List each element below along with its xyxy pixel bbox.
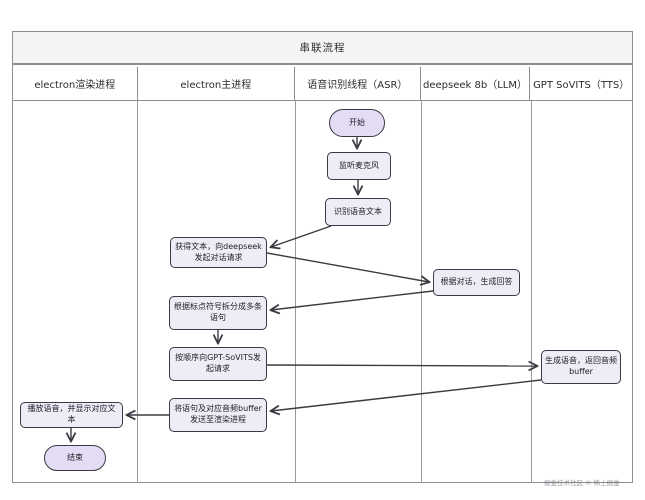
node-play-audio: 播放语音，并显示对应文本	[20, 402, 123, 428]
lane-header-tts: GPT SoVITS（TTS）	[529, 67, 632, 100]
node-recognize-speech: 识别语音文本	[325, 198, 391, 226]
lane-divider-2	[295, 101, 296, 482]
node-end: 结束	[44, 445, 106, 471]
watermark-text: 掘金技术社区 © 稀土掘金	[544, 479, 620, 487]
lane-divider-1	[137, 101, 138, 482]
lane-header-row: electron渲染进程 electron主进程 语音识别线程（ASR） dee…	[13, 67, 632, 101]
lane-header-renderer: electron渲染进程	[34, 80, 116, 91]
diagram-title: 串联流程	[13, 32, 632, 65]
node-split-sentences: 根据标点符号拆分成多条语句	[169, 296, 267, 330]
node-listen-mic: 监听麦克风	[327, 152, 391, 180]
node-request-tts: 按顺序向GPT-SoVITS发起请求	[169, 347, 267, 381]
lane-header-llm: deepseek 8b（LLM）	[419, 67, 530, 100]
node-start: 开始	[329, 109, 385, 137]
lane-header-asr: 语音识别线程（ASR）	[294, 67, 420, 100]
node-generate-answer: 根据对话，生成回答	[433, 269, 520, 296]
lane-header-main: electron主进程	[136, 67, 294, 100]
node-generate-audio: 生成语音，返回音频buffer	[541, 350, 621, 384]
lane-divider-4	[531, 101, 532, 482]
node-request-deepseek: 获得文本，向deepseek发起对话请求	[170, 237, 267, 268]
node-send-to-renderer: 将语句及对应音频buffer发送至渲染进程	[169, 398, 267, 432]
lane-divider-3	[421, 101, 422, 482]
